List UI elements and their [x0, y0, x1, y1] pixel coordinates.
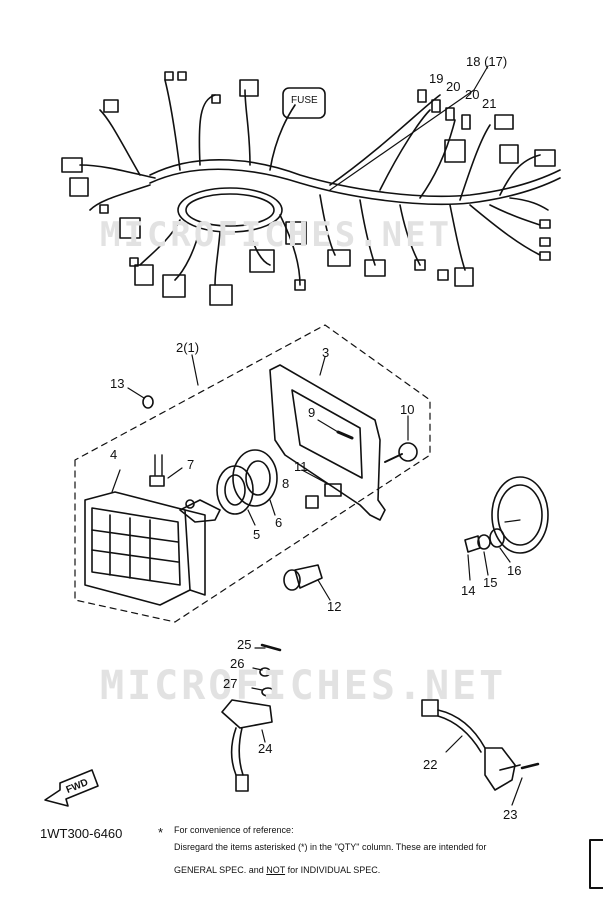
cover-disc [491, 476, 549, 554]
callout-27: 27 [223, 676, 238, 691]
part-8 [305, 495, 319, 509]
sensor-assembly-22 [421, 699, 540, 806]
part-6-cover [232, 449, 278, 507]
headlight-unit [84, 469, 206, 606]
sensor-assembly-24 [221, 643, 282, 792]
footnote-line-3-post: for INDIVIDUAL SPEC. [285, 865, 381, 875]
part-12-bulb [294, 564, 323, 589]
assembly-outline [74, 324, 431, 623]
callout-15: 15 [483, 575, 498, 590]
callout-3: 3 [322, 345, 330, 360]
callout-26: 26 [230, 656, 245, 671]
callout-2-1: 2(1) [176, 340, 200, 355]
footnote-line-1: For convenience of reference: [174, 825, 294, 835]
callout-9: 9 [308, 405, 316, 420]
callout-20a: 20 [446, 79, 461, 94]
callout-7: 7 [187, 457, 195, 472]
headlight-bracket [269, 356, 386, 521]
footnote-star: * [158, 825, 164, 840]
callout-20b: 20 [465, 87, 480, 102]
callout-23: 23 [503, 807, 518, 822]
watermark-upper: MICROFICHES.NET [100, 215, 453, 255]
part-13 [142, 395, 154, 409]
diagram-code: 1WT300-6460 [40, 826, 123, 841]
callout-8: 8 [282, 476, 290, 491]
callout-19: 19 [429, 71, 444, 86]
part-16-washer [489, 528, 505, 548]
callout-4: 4 [110, 447, 118, 462]
footnote-not: NOT [266, 865, 286, 875]
fuse-label: FUSE [291, 95, 318, 106]
callout-24: 24 [258, 741, 273, 756]
part-11 [324, 483, 342, 497]
callout-5: 5 [253, 527, 261, 542]
callout-21: 21 [482, 96, 497, 111]
callout-18-17: 18 (17) [466, 54, 508, 69]
footnote-line-3-pre: GENERAL SPEC. and [174, 865, 267, 875]
callout-10: 10 [400, 402, 415, 417]
callout-22: 22 [423, 757, 438, 772]
callout-25: 25 [237, 637, 252, 652]
wire-harness [61, 65, 561, 306]
footnote-line-3: GENERAL SPEC. and NOT for INDIVIDUAL SPE… [174, 866, 380, 875]
callout-14: 14 [461, 583, 476, 598]
fwd-arrow-icon [44, 769, 99, 807]
callout-6: 6 [275, 515, 283, 530]
callout-12: 12 [327, 599, 342, 614]
footnote-line-2: Disregard the items asterisked (*) in th… [174, 842, 487, 852]
watermark-lower: MICROFICHES.NET [100, 663, 507, 709]
callout-13: 13 [110, 376, 125, 391]
part-10-gear [398, 442, 418, 462]
callout-16: 16 [507, 563, 522, 578]
callout-11: 11 [294, 459, 308, 474]
